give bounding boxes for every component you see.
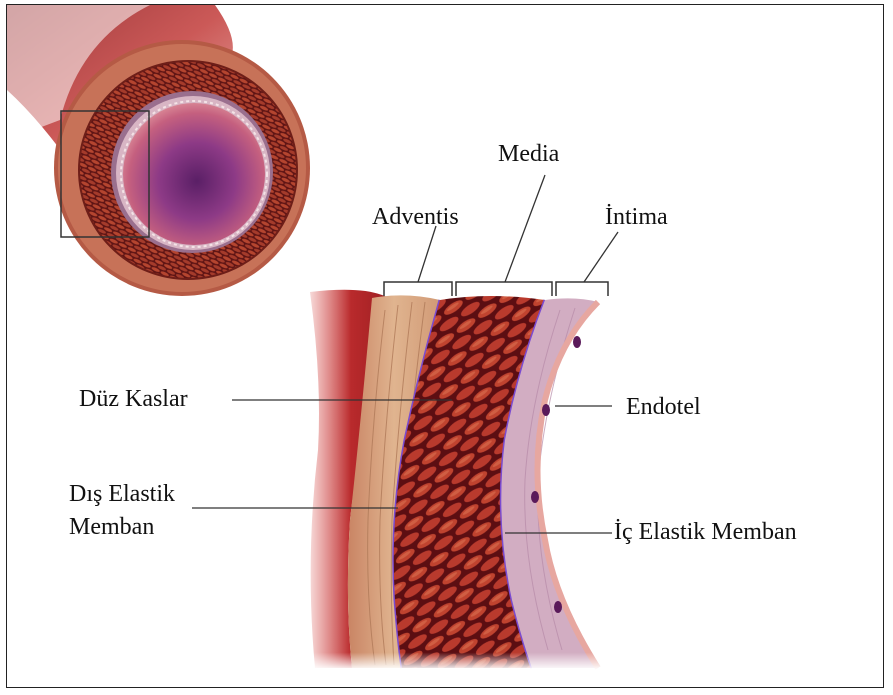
label-duz-kaslar: Düz Kaslar — [79, 385, 188, 414]
label-media: Media — [498, 140, 559, 169]
adventis-leader — [418, 226, 436, 282]
media-leader — [505, 175, 545, 282]
wall-section — [300, 285, 620, 670]
label-adventis: Adventis — [372, 203, 459, 232]
label-ic-elastik: İç Elastik Memban — [614, 518, 797, 547]
vessel-cross-section — [7, 5, 310, 296]
label-dis-elastik-line1: Dış Elastik — [69, 480, 175, 509]
label-dis-elastik-line2: Memban — [69, 513, 154, 542]
label-endotel: Endotel — [626, 393, 701, 422]
label-intima: İntima — [605, 203, 668, 232]
intima-leader — [584, 232, 618, 282]
